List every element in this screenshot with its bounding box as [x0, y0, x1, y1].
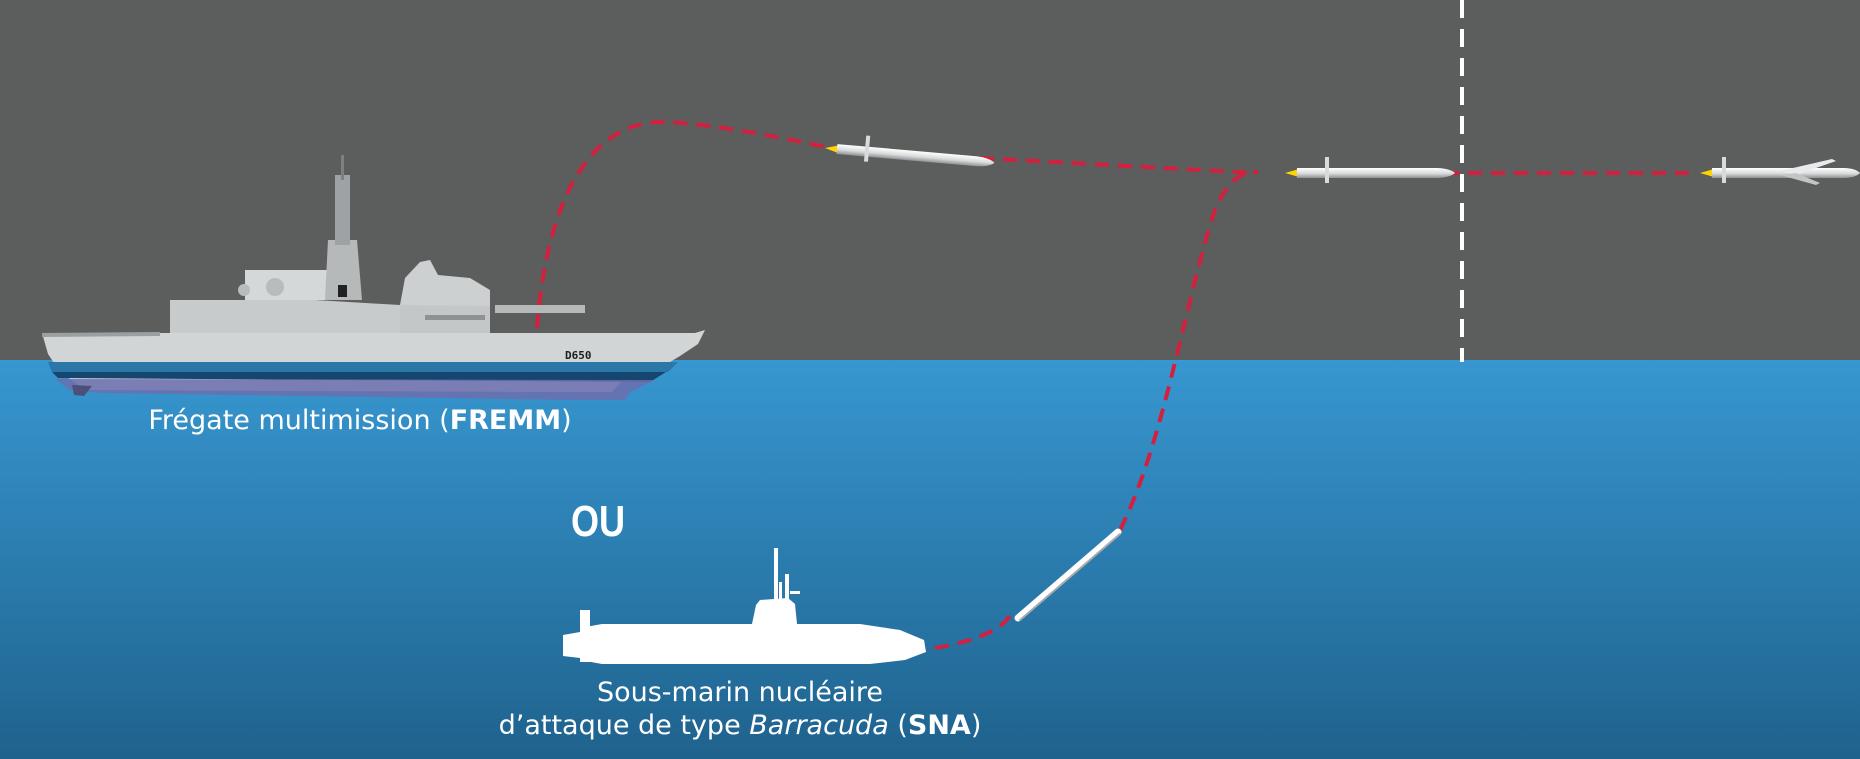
missile-wing	[1780, 159, 1836, 175]
submarine-caption-line2-prefix: d’attaque de type	[498, 710, 750, 741]
submarine-mast-2	[779, 582, 782, 600]
cruise-missile-icon	[1285, 157, 1455, 183]
frigate-superstructure	[400, 260, 490, 306]
submarine-caption-line2-suffix: )	[970, 710, 982, 741]
frigate-caption: Frégate multimission (FREMM)	[120, 404, 600, 437]
frigate-deck-house	[245, 270, 335, 300]
launch-tube-icon	[1014, 528, 1122, 622]
submarine-caption-acronym: SNA	[907, 710, 971, 741]
missile-body	[836, 144, 995, 167]
frigate-mast-top	[341, 155, 344, 180]
frigate-radome	[266, 278, 284, 296]
missile-flame	[1700, 169, 1714, 177]
submarine-fin	[580, 610, 590, 662]
frigate-caption-acronym: FREMM	[449, 405, 562, 436]
submarine-mast	[785, 574, 789, 600]
frigate-mast	[335, 175, 350, 245]
ship-launch-trajectory	[535, 119, 843, 329]
missile-tail-fin	[1325, 157, 1329, 183]
missile-body	[1297, 168, 1455, 178]
missile-tail-fin	[1722, 157, 1726, 183]
submarine-class-name: Barracuda	[749, 710, 889, 741]
frigate-hangar	[170, 285, 400, 333]
frigate-radome-2	[238, 284, 250, 296]
frigate-underwater-hull	[55, 379, 655, 400]
trajectory-lines	[535, 119, 1690, 650]
submarine-antenna	[790, 591, 800, 594]
submarine-periscope	[774, 548, 778, 600]
frigate-icon: D650	[42, 155, 705, 400]
submarine-ascent-trajectory	[934, 170, 1259, 650]
frigate-funnel	[495, 305, 585, 313]
cruise-missile-icon	[825, 135, 995, 167]
missile-wing-lower	[1780, 173, 1820, 185]
frigate-deck-rail	[42, 332, 160, 337]
missile-tail-fin	[863, 135, 871, 162]
submarine-hull	[580, 624, 926, 664]
submarine-tail-upper	[570, 636, 578, 644]
frigate-caption-suffix: )	[561, 405, 572, 436]
frigate-window-row	[425, 315, 485, 320]
frigate-stripe-dark	[52, 372, 666, 382]
alternative-label: OU	[570, 497, 626, 546]
frigate-mast-window	[338, 285, 347, 297]
submarine-caption-line2-mid: (	[888, 710, 908, 741]
frigate-stripe	[48, 362, 678, 372]
frigate-rudder	[72, 385, 92, 396]
frigate-caption-prefix: Frégate multimission (	[148, 405, 450, 436]
sea-background	[0, 360, 1860, 759]
missile-flame	[825, 145, 840, 154]
missile-flame	[1285, 169, 1299, 177]
submarine-caption-line1: Sous-marin nucléaire	[596, 677, 884, 708]
frigate-mast-base	[325, 240, 362, 300]
submarine-icon	[563, 548, 926, 664]
cruise-missile-icon	[1700, 157, 1860, 185]
frigate-hull-number: D650	[565, 349, 592, 362]
missile-body	[1712, 168, 1860, 178]
submarine-propulsor	[563, 632, 580, 658]
submarine-sail	[752, 598, 797, 624]
